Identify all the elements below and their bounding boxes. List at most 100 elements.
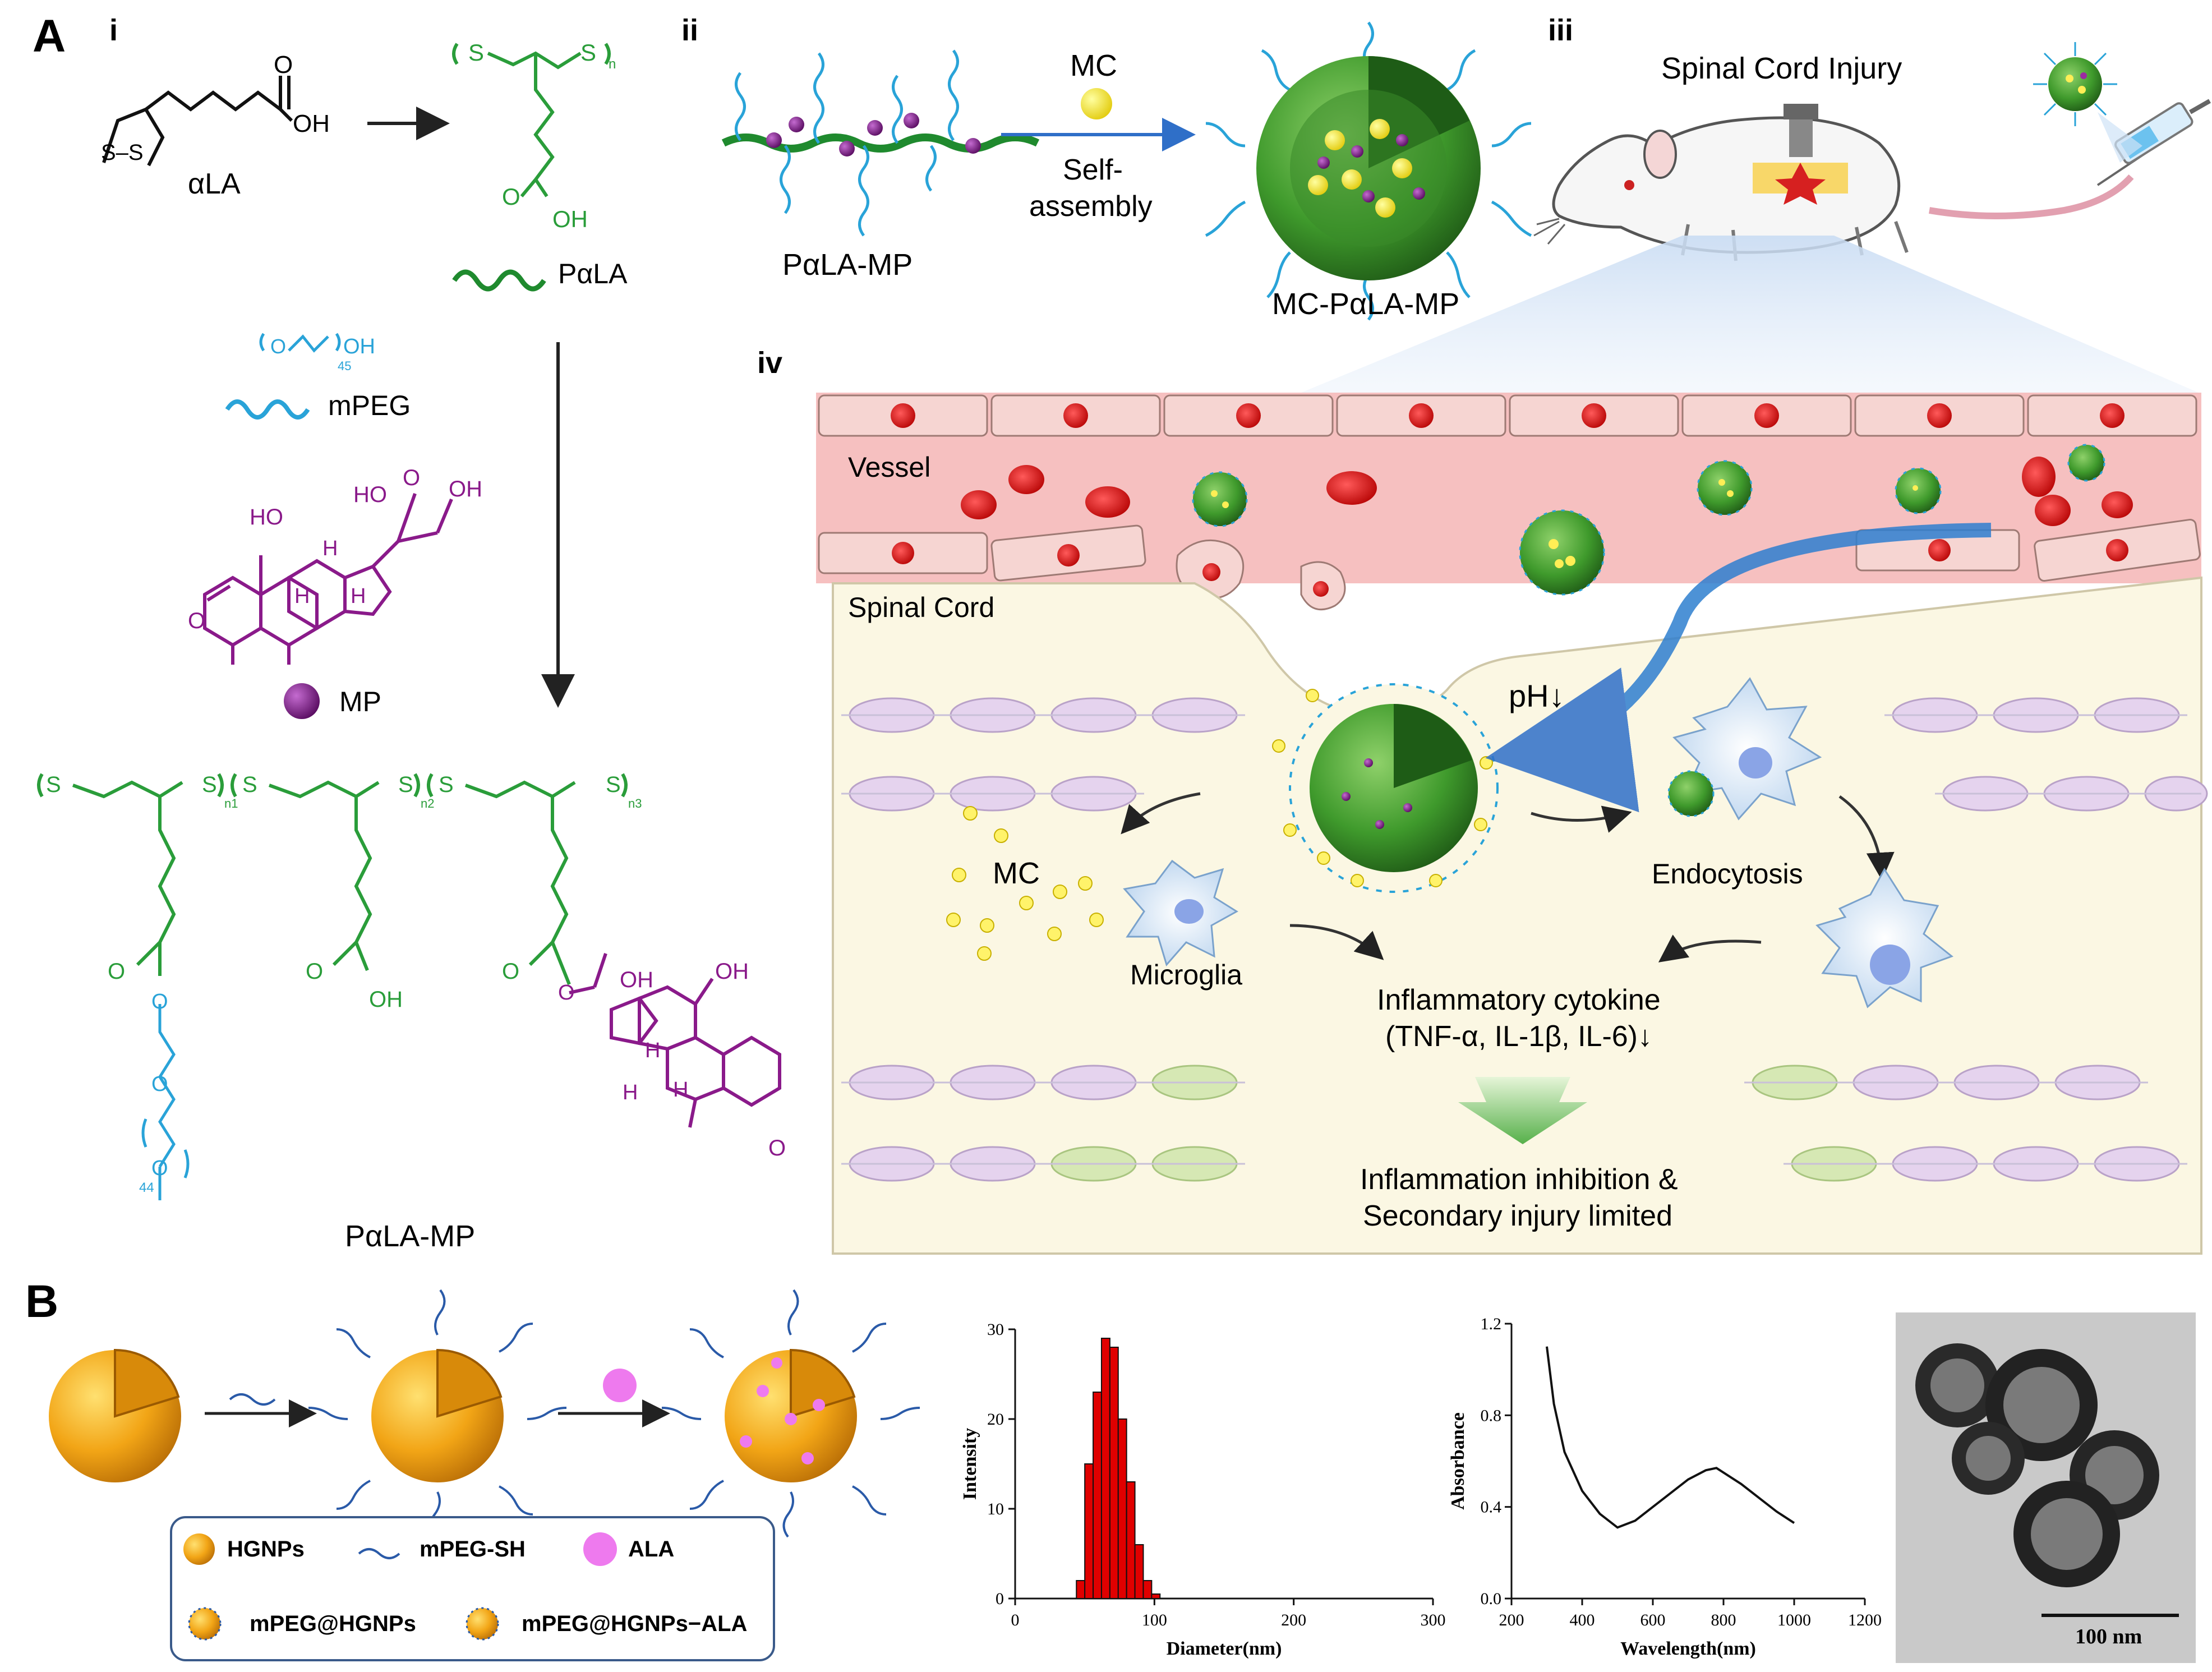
mp-ketone-oxygen: O: [188, 609, 205, 633]
hgnp-synthesis-scheme: [49, 1289, 920, 1538]
mc-palamp-label: MC-PαLA-MP: [1272, 287, 1459, 321]
palamp-peg-o-3: O: [151, 1157, 168, 1180]
uv-y-label: Absorbance: [1448, 1412, 1468, 1510]
ph-arrow: [1485, 523, 1992, 813]
mc-palamp-micelle: [1205, 21, 1532, 321]
endocytosis-nucleus: [1739, 747, 1772, 779]
legend-mpeg-sh-label: mPEG-SH: [420, 1537, 526, 1562]
palamp-n3: n3: [628, 796, 642, 810]
mp-label: MP: [339, 686, 381, 717]
pala-structure: [452, 43, 611, 197]
hist-x-tick-label: 0: [1011, 1611, 1020, 1629]
pala-hydroxyl: OH: [552, 206, 588, 232]
hist-y-tick-label: 20: [987, 1410, 1004, 1429]
vessel-region: [816, 393, 2201, 611]
cytokine-line-2: (TNF-α, IL-1β, IL-6)↓: [1385, 1020, 1652, 1053]
legend-ala-label: ALA: [628, 1537, 674, 1562]
mpeg-chain-icon: [225, 399, 310, 420]
hist-bar: [1100, 1338, 1110, 1599]
palamp-n1: n1: [224, 796, 238, 810]
palamp-polymer-illustration: [721, 49, 1040, 237]
pala-oxygen: O: [502, 183, 520, 210]
palamp-s-2: S: [202, 772, 217, 797]
pala-n-subscript: n: [609, 57, 616, 72]
hist-bar: [1134, 1544, 1144, 1599]
legend-mpeg-hgnps-ala-label: mPEG@HGNPs−ALA: [522, 1611, 747, 1636]
hist-x-label: Diameter(nm): [1167, 1638, 1282, 1659]
mp-sphere-icon: [284, 683, 320, 719]
legend-box: [170, 1516, 775, 1661]
uv-x-tick-label: 800: [1711, 1611, 1736, 1629]
palamp-s-5: S: [439, 772, 454, 797]
ala-hydroxyl: OH: [293, 110, 330, 137]
mp-steroid-structure: [203, 493, 453, 665]
palamp-ketone-o: O: [768, 1136, 786, 1160]
palamp-s-6: S: [606, 772, 621, 797]
legend-ala-icon: [583, 1532, 617, 1566]
palamp-peg-o-1: O: [151, 990, 168, 1014]
mc-release-label: MC: [993, 856, 1040, 890]
hist-x-tick-label: 300: [1421, 1611, 1446, 1629]
palamp-h-2: H: [673, 1078, 688, 1102]
mpeg-subscript: 45: [338, 359, 351, 373]
uv-x-tick-label: 200: [1499, 1611, 1524, 1629]
down-arrow-icon: [1458, 1077, 1587, 1144]
alpha-la-label: αLA: [188, 168, 241, 200]
pala-sulfur-right: S: [580, 39, 596, 66]
hist-y-tick-label: 10: [987, 1500, 1004, 1518]
hist-y-label: Intensity: [960, 1428, 980, 1500]
syringe-nanoparticle-icon: [2033, 42, 2142, 163]
mp-hydroxyl: OH: [449, 477, 482, 501]
mpeg-structure: [259, 333, 341, 353]
legend-mpeg-hgnps-icon: [188, 1607, 222, 1641]
spinal-cord-region: [832, 576, 2208, 1255]
palamp-peg-subscript: 44: [139, 1180, 154, 1195]
cytokine-line-1: Inflammatory cytokine: [1377, 984, 1661, 1016]
uv-x-tick-label: 1000: [1777, 1611, 1811, 1629]
self-assembly-label-1: Self-: [1063, 154, 1123, 186]
uv-y-tick-label: 0.8: [1481, 1406, 1502, 1425]
palamp-final-label: PαLA-MP: [345, 1219, 475, 1253]
hist-bar: [1076, 1580, 1086, 1599]
legend-mpeg-hgnps-label: mPEG@HGNPs: [250, 1611, 416, 1636]
pala-sulfur-left: S: [468, 39, 484, 66]
mp-oxygen: O: [403, 466, 420, 490]
palamp-oh-3: OH: [715, 959, 749, 984]
mc-label: MC: [1070, 49, 1117, 82]
palamp-structure: [37, 773, 628, 985]
legend-hgnps-icon: [183, 1533, 215, 1565]
hist-bar: [1117, 1418, 1127, 1599]
hist-x-tick-label: 200: [1281, 1611, 1306, 1629]
activated-microglia-nucleus: [1870, 945, 1910, 985]
tem-image: [1896, 1312, 2196, 1663]
palamp-o-1: O: [108, 959, 125, 984]
palamp-peg-o-2: O: [151, 1072, 168, 1096]
activated-microglia: [1815, 868, 1954, 1008]
palamp-o-3: O: [502, 959, 519, 984]
palamp-oh-1: OH: [369, 987, 403, 1012]
panel-a-sub-ii: ii: [681, 13, 698, 47]
arrow-microglia-right-to-cytokine: [1658, 934, 1762, 962]
panel-a-sub-i: i: [109, 13, 118, 47]
arrow-endocytosis-down: [1838, 795, 1895, 881]
palamp-h-3: H: [623, 1081, 638, 1104]
hist-bar: [1126, 1481, 1136, 1599]
palamp-o-2: O: [306, 959, 323, 984]
arrow-to-mc: [1121, 792, 1201, 835]
uv-y-tick-label: 0.0: [1481, 1590, 1502, 1608]
panel-a-letter: A: [33, 11, 66, 62]
result-line-1: Inflammation inhibition &: [1360, 1163, 1678, 1196]
vessel-nanoparticles: [1192, 444, 2105, 596]
microglia-label: Microglia: [1130, 959, 1242, 991]
panel-a-sub-iv: iv: [757, 346, 782, 380]
self-assembly-label-2: assembly: [1029, 190, 1153, 223]
legend-mpeg-sh-icon: [358, 1548, 400, 1559]
mp-h-2: H: [294, 584, 310, 608]
hist-x-tick-label: 100: [1142, 1611, 1167, 1629]
uv-x-tick-label: 400: [1570, 1611, 1595, 1629]
mpeg-hydroxyl: OH: [343, 335, 375, 358]
uv-x-label: Wavelength(nm): [1620, 1638, 1756, 1659]
endocytosis-label: Endocytosis: [1652, 858, 1803, 890]
